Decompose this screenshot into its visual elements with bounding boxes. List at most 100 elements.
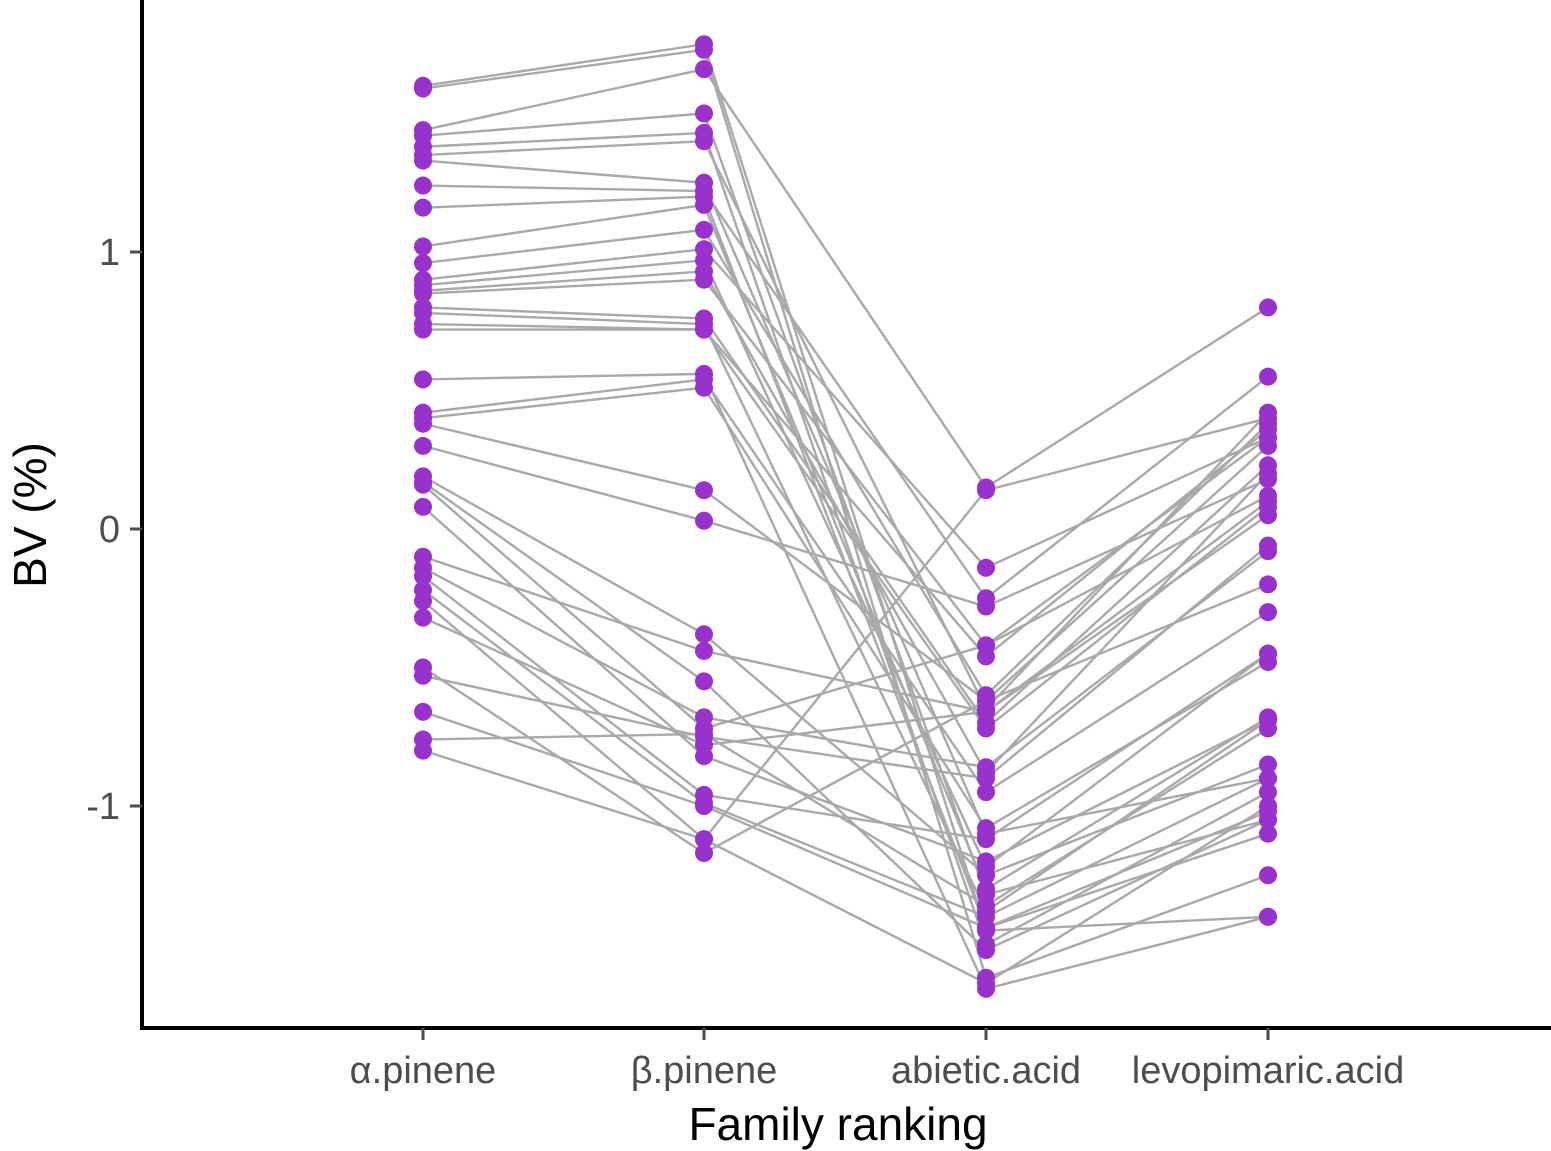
x-tick-label: levopimaric.acid (1132, 1050, 1404, 1092)
data-point (695, 104, 713, 123)
data-point (977, 918, 995, 937)
series-line-segment (703, 793, 987, 841)
data-point (695, 378, 713, 397)
series-line-segment (985, 544, 1269, 780)
series-line-segment (703, 804, 987, 929)
data-point (695, 830, 713, 849)
series-line-segment (422, 159, 705, 184)
data-point (414, 592, 432, 611)
data-point (414, 567, 432, 586)
data-point (977, 691, 995, 710)
data-point (1259, 866, 1277, 885)
data-point (977, 481, 995, 500)
data-point (695, 60, 713, 79)
data-point (977, 558, 995, 577)
series-line-segment (422, 259, 705, 287)
data-point (695, 641, 713, 660)
data-point (414, 475, 432, 494)
data-point (695, 844, 713, 863)
series-line-segment (703, 838, 987, 985)
data-point (1259, 428, 1277, 447)
series-line-segment (422, 566, 705, 719)
series-line-segment (422, 575, 705, 796)
series-line-segment (703, 190, 987, 599)
data-point (414, 702, 432, 721)
data-point (1259, 603, 1277, 622)
data-point (414, 497, 432, 516)
series-line-segment (985, 719, 1269, 863)
data-point (1259, 492, 1277, 511)
series-line-segment (702, 49, 988, 979)
series-line-segment (703, 710, 987, 747)
series-line-segment (703, 489, 987, 702)
series-line-segment (422, 674, 705, 738)
data-point (695, 625, 713, 644)
series-line-segment (985, 436, 1269, 569)
series-line-segment (422, 68, 705, 132)
data-point (977, 783, 995, 802)
series-line-segment (985, 791, 1269, 946)
data-point (977, 974, 995, 993)
series-line-segment (985, 375, 1269, 600)
series-line-segment (985, 818, 1269, 952)
series-line-segment (422, 588, 705, 805)
data-point (977, 597, 995, 616)
series-line-segment (422, 422, 705, 492)
series-line-segment (703, 735, 987, 780)
series-line-segment (422, 48, 705, 90)
series-points (414, 35, 1277, 998)
data-point (414, 608, 432, 627)
series-line-segment (703, 644, 987, 730)
x-axis-title: Family ranking (688, 1098, 987, 1150)
data-point (1259, 719, 1277, 738)
series-line-segment (985, 727, 1269, 907)
x-tick-label: α.pinene (350, 1050, 497, 1092)
data-point (1259, 783, 1277, 802)
data-point (977, 830, 995, 849)
series-line-segment (703, 248, 987, 569)
series-line-segment (422, 555, 705, 653)
data-point (1259, 470, 1277, 489)
data-point (977, 769, 995, 788)
series-line-segment (703, 699, 987, 855)
series-line-segment (703, 649, 987, 713)
data-point (695, 220, 713, 239)
x-tick-label: abietic.acid (891, 1050, 1081, 1092)
series-line-segment (422, 483, 705, 730)
data-point (1259, 824, 1277, 843)
data-point (1259, 575, 1277, 594)
data-point (414, 370, 432, 389)
series-line-segment (422, 710, 705, 808)
series-line-segment (985, 777, 1269, 835)
series-line-segment (985, 915, 1269, 990)
series-line-segment (422, 749, 705, 841)
data-point (1259, 644, 1277, 663)
series-line-segment (703, 732, 987, 907)
data-point (977, 852, 995, 871)
series-line-segment (985, 472, 1269, 774)
data-point (414, 237, 432, 256)
series-line-segment (703, 489, 987, 840)
data-point (977, 866, 995, 885)
data-point (414, 254, 432, 273)
series-line-segment (985, 306, 1269, 489)
series-line-segment (985, 505, 1269, 730)
series-line-segment (703, 68, 987, 489)
series-lines (422, 43, 1269, 990)
data-point (414, 284, 432, 303)
data-point (977, 719, 995, 738)
series-line-segment (703, 378, 987, 793)
data-point (414, 176, 432, 195)
series-line-segment (422, 270, 705, 292)
data-point (977, 941, 995, 960)
series-line-segment (422, 248, 705, 281)
series-line-segment (985, 422, 1269, 697)
series-line-segment (985, 436, 1269, 647)
series-line-segment (703, 328, 987, 658)
series-line-segment (422, 616, 705, 747)
data-point (1259, 456, 1277, 475)
y-ticks: -101 (86, 232, 142, 828)
series-line-segment (985, 417, 1269, 492)
